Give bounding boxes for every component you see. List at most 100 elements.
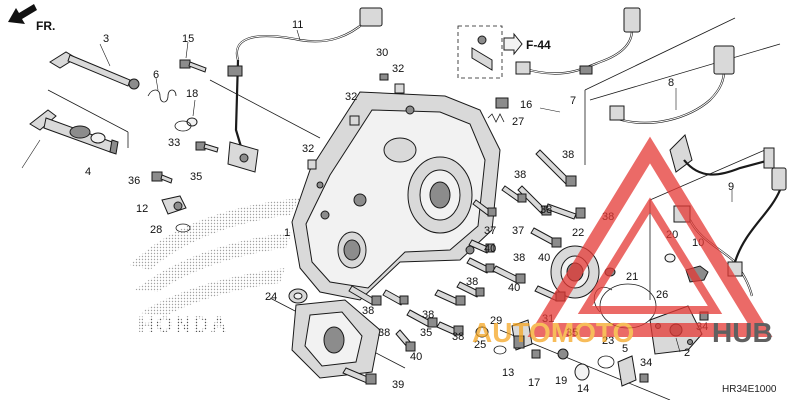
part-15-bolt [179,59,207,73]
bolt [492,265,526,284]
callout-11: 11 [292,19,303,31]
callout-21: 21 [626,271,638,283]
callout-40d: 40 [508,282,520,294]
bolt [530,227,562,248]
bolt [466,257,495,274]
part-7-harness [515,7,641,75]
callout-2: 2 [684,347,690,359]
bolt [501,185,527,203]
callout-27: 27 [512,116,524,128]
f44-reference: F-44 [457,25,551,79]
part-1-crankcase [291,91,501,301]
front-indicator-label: FR. [36,19,55,33]
callout-12: 12 [136,203,148,215]
part-6-spring [147,89,177,103]
bolt [382,289,409,306]
bolt [395,329,416,352]
part-33-oring [174,120,192,132]
callout-36: 36 [128,175,140,187]
part-13-sensor [511,319,533,351]
bolts [342,149,586,385]
automotohub-watermark: AUTOMOTO HUB [472,136,773,348]
part-28-oring [175,223,191,233]
callout-40b: 40 [484,243,496,255]
part-3-shift-shaft [49,51,140,90]
callout-37a: 37 [484,225,496,237]
callout-40c: 40 [538,252,550,264]
callout-22: 22 [572,227,584,239]
callout-24: 24 [265,291,277,303]
part-16-plug [495,97,509,109]
callout-14: 14 [577,383,589,395]
diagram-code: HR34E1000 [722,384,777,395]
callout-1: 1 [284,227,290,239]
honda-wing-watermark: HONDA [130,198,300,337]
callout-18: 18 [186,88,198,100]
bolt [436,321,464,336]
callout-16: 16 [520,99,532,111]
callouts: 3 6 4 15 18 33 35 36 12 28 11 30 32 32 3… [85,19,734,395]
callout-40a: 40 [410,351,422,363]
callout-38d: 38 [452,331,464,343]
callout-38g: 38 [540,204,552,216]
callout-13: 13 [502,367,514,379]
callout-37b: 37 [512,225,524,237]
callout-38c: 38 [422,309,434,321]
part-24-seal [288,288,308,304]
callout-29: 29 [490,315,502,327]
callout-38j: 38 [466,276,478,288]
part-25-collar [475,326,489,338]
lower-cover [291,299,381,379]
part-4-shift-drum [29,109,119,155]
part-12-sensor [161,195,187,215]
callout-19: 19 [555,375,567,387]
part-35-bolt [195,141,219,153]
part-5-bracket [617,355,637,387]
callout-38e: 38 [562,149,574,161]
part-19-washer [557,348,569,360]
callout-38f: 38 [514,169,526,181]
callout-8: 8 [668,77,674,89]
bolt [456,281,485,298]
part-34-bolts [639,311,709,383]
part-27-spring [487,113,505,123]
part-8-harness [609,45,775,176]
callout-23: 23 [602,335,614,347]
bolt [472,199,497,217]
callout-26: 26 [656,289,668,301]
honda-text-watermark: HONDA [138,312,229,337]
callout-17: 17 [528,377,540,389]
callout-32c: 32 [302,143,314,155]
callout-9: 9 [728,181,734,193]
bolt [342,367,377,385]
callout-6: 6 [153,69,159,81]
front-arrow: FR. [8,4,55,33]
callout-33: 33 [168,137,180,149]
callout-34b: 34 [640,357,652,369]
part-14-collar [574,363,590,381]
callout-5: 5 [622,343,628,355]
leader-lines [21,29,733,353]
watermark-hub: HUB [712,317,773,348]
part-23-oring [597,355,615,369]
callout-25: 25 [474,339,486,351]
callout-28: 28 [150,224,162,236]
callout-4: 4 [85,166,91,178]
callout-32a: 32 [392,63,404,75]
callout-39: 39 [392,379,404,391]
part-36-bolt [151,171,173,184]
part-20-washer [664,253,676,263]
callout-15: 15 [182,33,194,45]
bolt [545,203,586,220]
bolt [468,239,495,254]
callout-32b: 32 [345,91,357,103]
callout-30: 30 [376,47,388,59]
f44-label: F-44 [526,38,551,52]
callout-38i: 38 [513,252,525,264]
bolt [535,149,577,187]
callout-38b: 38 [378,327,390,339]
watermark-automoto: AUTOMOTO [472,317,634,348]
callout-7: 7 [570,95,576,107]
bolt [348,285,382,306]
